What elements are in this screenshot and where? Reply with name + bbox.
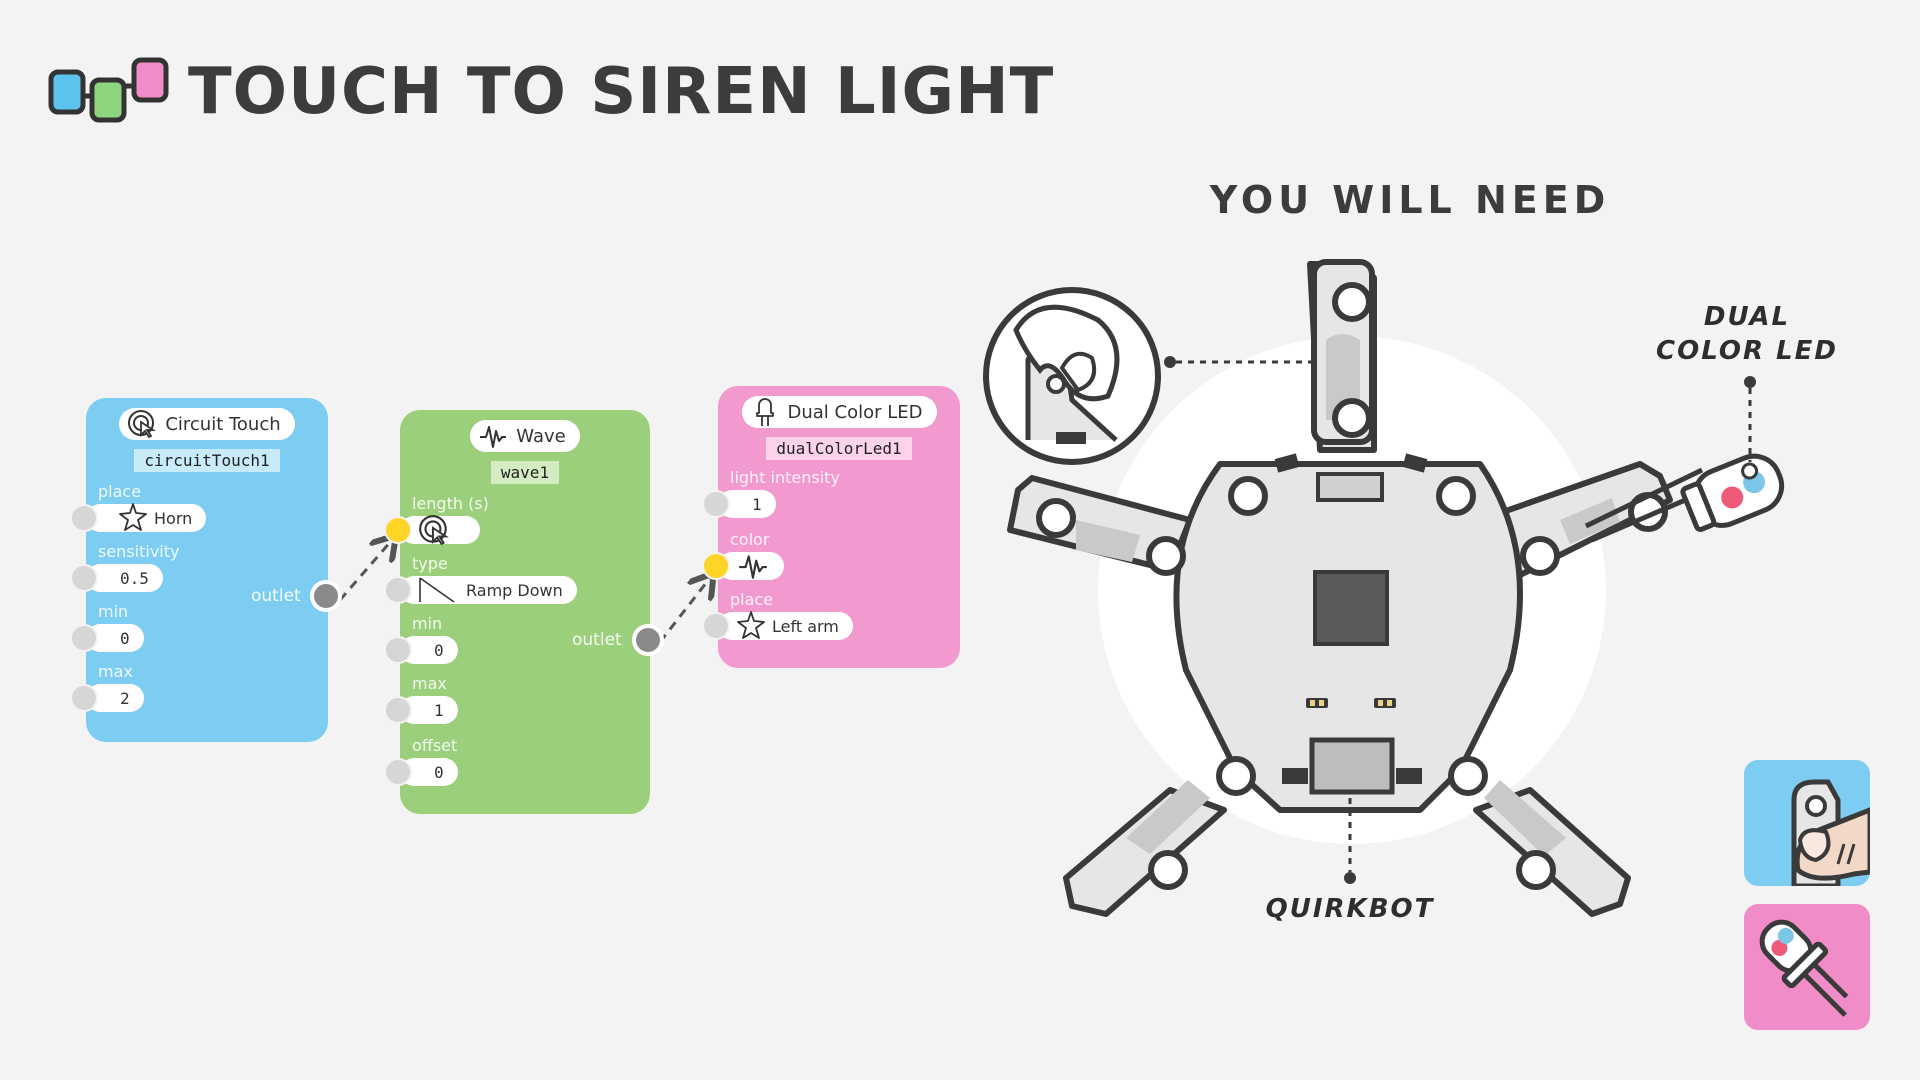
node-title: Dual Color LED <box>787 401 923 423</box>
outlet-label: outlet <box>572 630 622 650</box>
outlet-label: outlet <box>251 586 301 606</box>
input-label-place: place <box>730 590 774 609</box>
wave-icon <box>739 555 767 579</box>
node-id[interactable]: wave1 <box>490 461 560 484</box>
connection-wave-to-led <box>658 578 710 643</box>
input-label-length: length (s) <box>412 494 489 513</box>
node-circuit-touch[interactable]: Circuit Touch circuitTouch1 place Horn s… <box>70 398 342 742</box>
connection-touch-to-wave <box>338 540 392 601</box>
input-value: Left arm <box>772 616 839 636</box>
logo-icon <box>48 57 169 123</box>
page-title: TOUCH TO SIREN LIGHT <box>188 55 1055 129</box>
input-label-offset: offset <box>412 736 458 755</box>
input-port[interactable] <box>70 504 98 532</box>
input-port[interactable] <box>70 564 98 592</box>
input-place[interactable]: Left arm <box>718 611 853 640</box>
input-port[interactable] <box>702 490 730 518</box>
node-id[interactable]: circuitTouch1 <box>134 449 280 472</box>
input-sensitivity[interactable]: 0.5 <box>86 564 163 592</box>
node-id[interactable]: dualColorLed1 <box>766 437 912 460</box>
node-title-pill[interactable]: Wave <box>470 420 580 452</box>
input-label-type: type <box>412 554 448 573</box>
outlet-port[interactable] <box>310 580 342 612</box>
led-callout: DUAL COLOR LED <box>1642 300 1852 368</box>
led-icon <box>755 398 774 426</box>
node-dual-color-led[interactable]: Dual Color LED dualColorLed1 light inten… <box>702 386 960 668</box>
input-port[interactable] <box>384 758 412 786</box>
led-callout-line2: COLOR LED <box>1656 336 1838 366</box>
touch-icon <box>128 410 157 439</box>
quirkbot-star-icon <box>119 503 147 531</box>
input-type[interactable]: Ramp Down <box>400 576 577 604</box>
input-value: 1 <box>752 494 762 514</box>
outlet-port[interactable] <box>632 624 664 656</box>
input-port-connected[interactable] <box>384 516 412 544</box>
input-value: 0 <box>120 628 130 648</box>
input-place[interactable]: Horn <box>86 503 207 532</box>
finger-touch-icon <box>1791 779 1870 886</box>
touch-part-card <box>1744 760 1870 886</box>
quirkbot-callout: QUIRKBOT <box>1265 894 1435 924</box>
node-title: Wave <box>516 425 566 447</box>
input-value: Horn <box>154 508 193 528</box>
ramp-down-icon <box>419 577 455 603</box>
input-max[interactable]: 1 <box>400 696 458 724</box>
input-port-connected[interactable] <box>702 552 730 580</box>
quirkbot-illustration <box>983 259 1785 917</box>
input-value: 0 <box>434 762 444 782</box>
node-title: Circuit Touch <box>165 413 281 435</box>
input-label-place: place <box>98 482 142 501</box>
input-port[interactable] <box>384 636 412 664</box>
input-port[interactable] <box>70 684 98 712</box>
node-wave[interactable]: Wave wave1 length (s) type Ramp Down min… <box>384 410 664 814</box>
led-part-card <box>1744 904 1870 1030</box>
you-will-need-title: YOU WILL NEED <box>1209 178 1611 222</box>
input-port[interactable] <box>70 624 98 652</box>
input-label-min: min <box>98 602 129 621</box>
input-label-color: color <box>730 530 770 549</box>
touch-icon <box>419 515 449 546</box>
input-port[interactable] <box>384 696 412 724</box>
input-label-sensitivity: sensitivity <box>98 542 180 561</box>
led-part-icon <box>1759 919 1849 1017</box>
node-title-pill[interactable]: Dual Color LED <box>741 396 937 428</box>
input-value: 2 <box>120 688 130 708</box>
node-title-pill[interactable]: Circuit Touch <box>119 408 295 440</box>
input-value: 0 <box>434 640 444 660</box>
wave-icon <box>480 426 507 448</box>
input-port[interactable] <box>702 612 730 640</box>
input-value: 1 <box>434 700 444 720</box>
input-value: Ramp Down <box>466 580 563 600</box>
input-label-light-intensity: light intensity <box>730 468 840 487</box>
input-label-min: min <box>412 614 443 633</box>
input-label-max: max <box>412 674 447 693</box>
led-callout-line1: DUAL <box>1703 302 1791 332</box>
quirkbot-star-icon <box>737 611 765 639</box>
input-label-max: max <box>98 662 133 681</box>
input-length[interactable] <box>400 515 480 546</box>
input-value: 0.5 <box>120 568 149 588</box>
input-port[interactable] <box>384 576 412 604</box>
